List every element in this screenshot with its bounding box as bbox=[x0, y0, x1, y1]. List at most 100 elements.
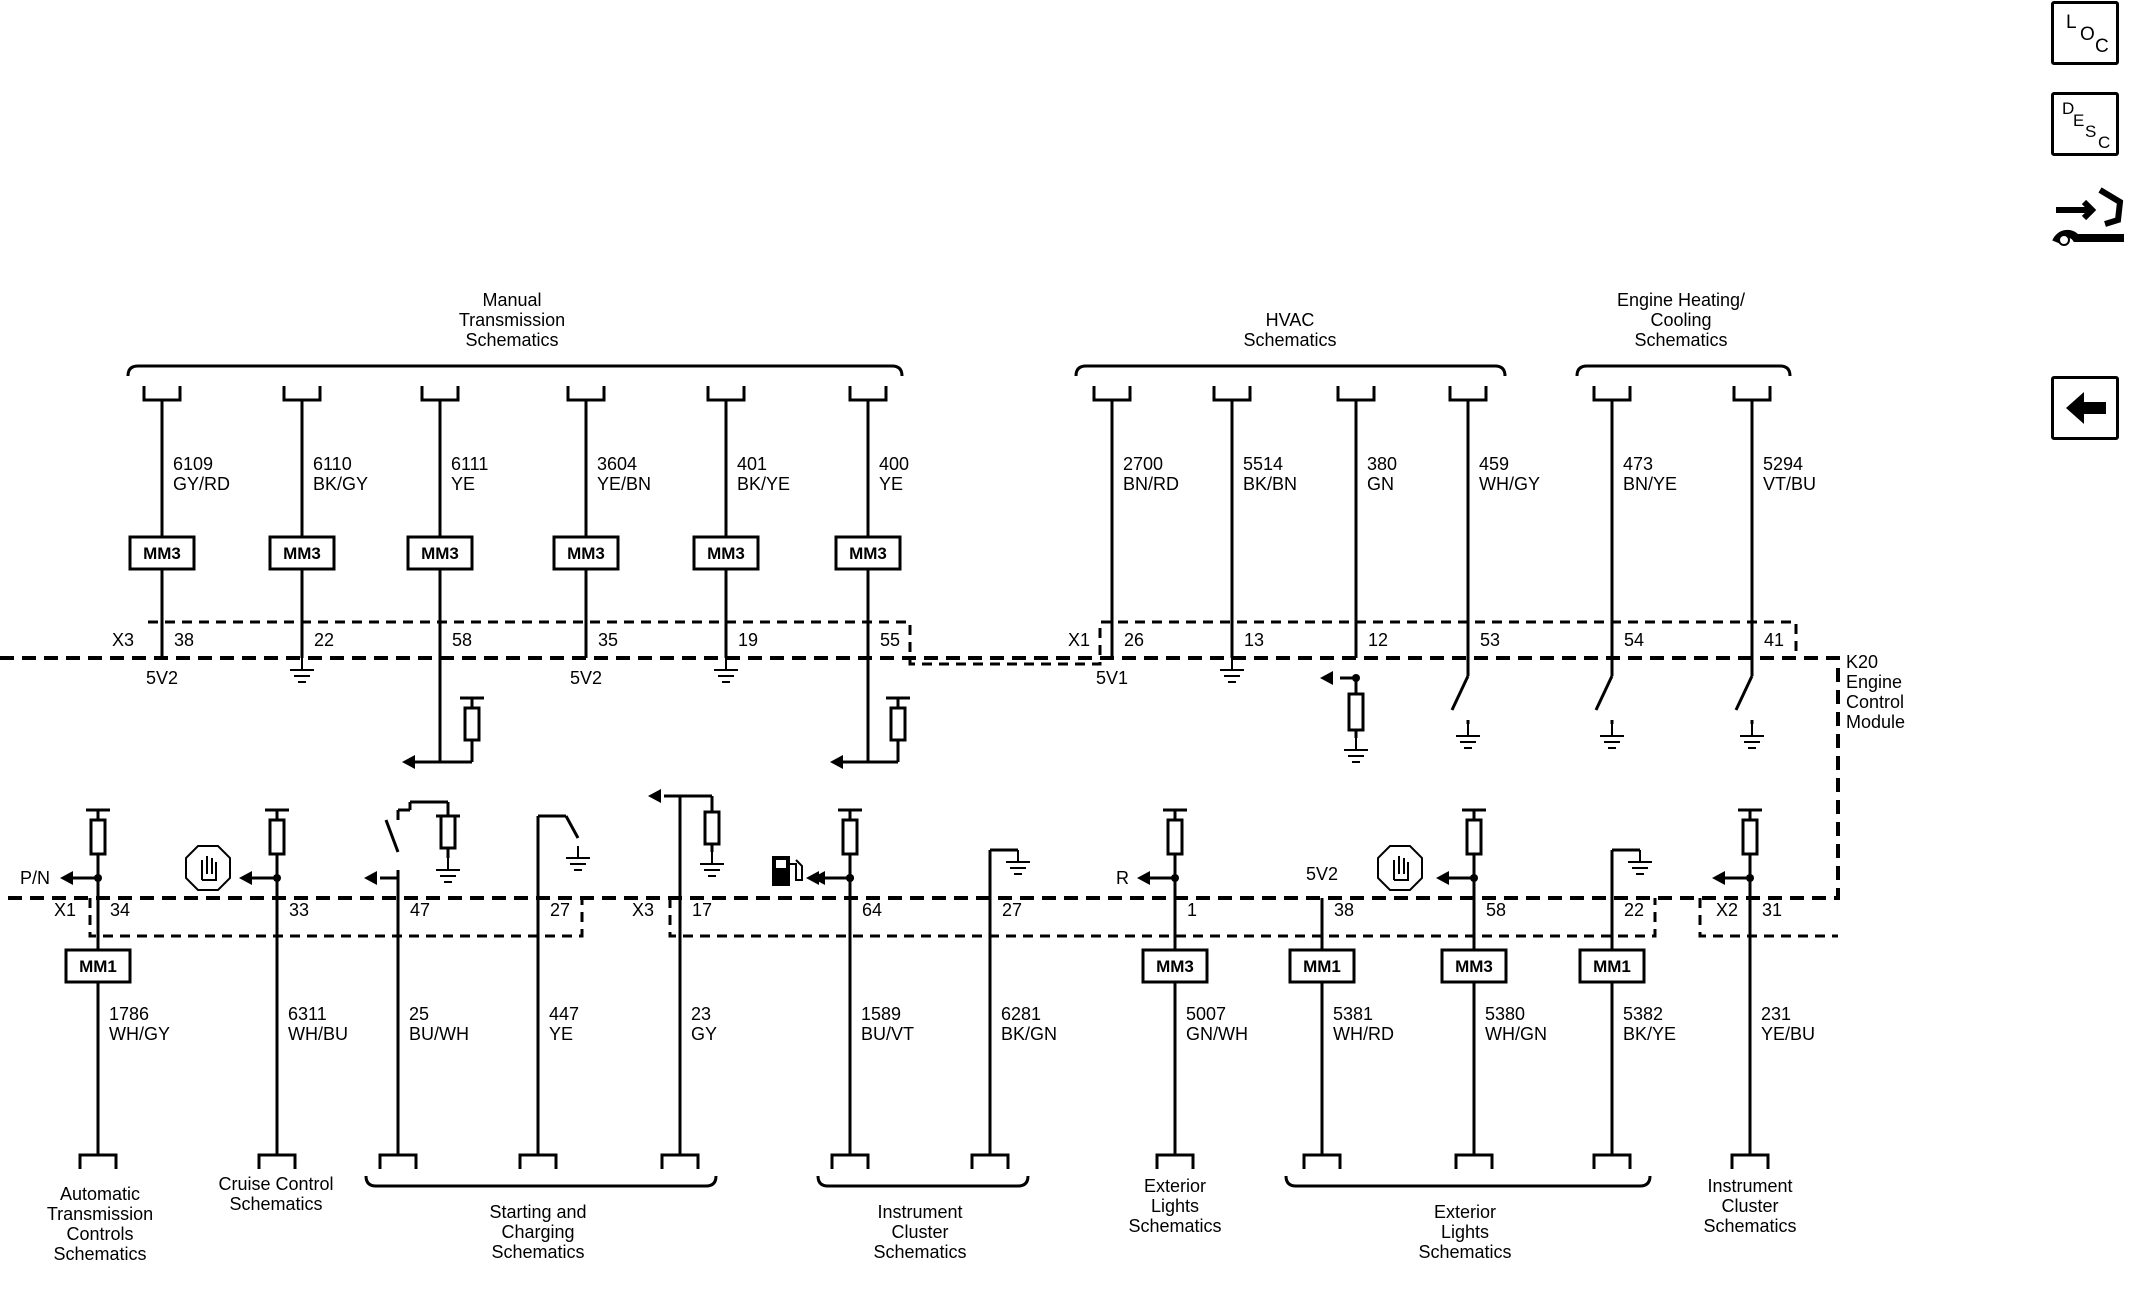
connector-symbol bbox=[1302, 1153, 1342, 1169]
connector-symbol bbox=[1730, 1153, 1770, 1169]
wire-color: YE bbox=[549, 1024, 573, 1044]
wire-circuit-number: 5381 bbox=[1333, 1004, 1373, 1024]
pin-number: 26 bbox=[1124, 630, 1144, 650]
wire-circuit-number: 401 bbox=[737, 454, 767, 474]
bottom-group-label: Lights bbox=[1151, 1196, 1199, 1216]
desc-letter-e: E bbox=[2073, 111, 2085, 130]
wire-circuit-number: 6111 bbox=[451, 454, 488, 474]
top-group-label: Transmission bbox=[459, 310, 565, 330]
signal-label: P/N bbox=[20, 868, 50, 888]
wire-circuit-number: 2700 bbox=[1123, 454, 1163, 474]
harness-tag-label: MM1 bbox=[79, 957, 117, 976]
wire-color: WH/GY bbox=[1479, 474, 1540, 494]
loc-letter-o: O bbox=[2080, 24, 2095, 45]
harness-tag-label: MM3 bbox=[1156, 957, 1194, 976]
bottom-group-label: Schematics bbox=[53, 1244, 146, 1264]
connector-symbol bbox=[706, 386, 746, 402]
wire-circuit-number: 3604 bbox=[597, 454, 637, 474]
reference-voltage-label: 5V2 bbox=[1306, 864, 1338, 884]
harness-tag-label: MM3 bbox=[707, 544, 745, 563]
wire-color: BN/RD bbox=[1123, 474, 1179, 494]
connector-end-view-icon[interactable] bbox=[2050, 180, 2130, 260]
bottom-group-label: Schematics bbox=[491, 1242, 584, 1262]
bottom-group-label: Schematics bbox=[1703, 1216, 1796, 1236]
wire-circuit-number: 25 bbox=[409, 1004, 429, 1024]
connector-symbol bbox=[142, 386, 182, 402]
bottom-group-label: Instrument bbox=[1707, 1176, 1792, 1196]
connector-x3-x1-top bbox=[148, 620, 1798, 666]
bottom-group-label: Cruise Control bbox=[218, 1174, 333, 1194]
connector-symbol bbox=[566, 386, 606, 402]
harness-tag bbox=[1578, 948, 1646, 984]
switch-contact bbox=[1450, 675, 1470, 711]
bottom-group-label: Exterior bbox=[1144, 1176, 1206, 1196]
bottom-group-label: Cluster bbox=[891, 1222, 948, 1242]
back-button[interactable] bbox=[2051, 376, 2119, 440]
connector-symbol bbox=[1092, 386, 1132, 402]
description-button[interactable]: D E S C bbox=[2051, 92, 2119, 156]
bottom-group-label: Cluster bbox=[1721, 1196, 1778, 1216]
bottom-group-label: Schematics bbox=[1128, 1216, 1221, 1236]
pin-number: 13 bbox=[1244, 630, 1264, 650]
bottom-group-label: Controls bbox=[66, 1224, 133, 1244]
pull-up-resistor bbox=[1741, 818, 1759, 856]
module-name-label: K20 bbox=[1846, 652, 1878, 672]
bottom-group-label: Lights bbox=[1441, 1222, 1489, 1242]
pull-up-resistor bbox=[703, 810, 721, 846]
wire-circuit-number: 6109 bbox=[173, 454, 213, 474]
connector-symbol bbox=[1732, 386, 1772, 402]
signal-arrow bbox=[239, 871, 252, 885]
switch-contact bbox=[564, 815, 580, 839]
back-arrow-icon bbox=[2066, 392, 2106, 424]
connector-symbol bbox=[378, 1153, 418, 1169]
wire-color: WH/BU bbox=[288, 1024, 348, 1044]
switch-contact bbox=[384, 819, 400, 853]
top-group-label: HVAC bbox=[1266, 310, 1315, 330]
wire-color: GN/WH bbox=[1186, 1024, 1248, 1044]
signal-arrow bbox=[830, 755, 843, 769]
wire-color: BK/YE bbox=[1623, 1024, 1676, 1044]
hand-stop-icon bbox=[201, 856, 217, 881]
wire-circuit-number: 400 bbox=[879, 454, 909, 474]
harness-tag-label: MM1 bbox=[1303, 957, 1341, 976]
wire-color: BK/BN bbox=[1243, 474, 1297, 494]
signal-arrow bbox=[60, 871, 73, 885]
wire-color: WH/GY bbox=[109, 1024, 170, 1044]
wire-color: BU/WH bbox=[409, 1024, 469, 1044]
connector-symbol bbox=[970, 1153, 1010, 1169]
connector-symbol bbox=[78, 1153, 118, 1169]
top-group-label: Schematics bbox=[1243, 330, 1336, 350]
connector-symbol bbox=[830, 1153, 870, 1169]
wire-color: WH/RD bbox=[1333, 1024, 1394, 1044]
wire-circuit-number: 380 bbox=[1367, 454, 1397, 474]
bottom-group-label: Schematics bbox=[229, 1194, 322, 1214]
switch-contact bbox=[1594, 675, 1614, 711]
reference-voltage-label: 5V2 bbox=[570, 668, 602, 688]
connector-symbol bbox=[1454, 1153, 1494, 1169]
connector-x1-label: X1 bbox=[1068, 630, 1090, 650]
connector-symbol bbox=[1155, 1153, 1195, 1169]
junction-dot bbox=[273, 874, 281, 882]
junction-dot bbox=[1746, 874, 1754, 882]
pin-number: 54 bbox=[1624, 630, 1644, 650]
harness-tag bbox=[1440, 948, 1508, 984]
bottom-group-label: Instrument bbox=[877, 1202, 962, 1222]
wire-circuit-number: 447 bbox=[549, 1004, 579, 1024]
bottom-group-label: Exterior bbox=[1434, 1202, 1496, 1222]
connector-symbol bbox=[660, 1153, 700, 1169]
junction-dot bbox=[1470, 874, 1478, 882]
pull-up-resistor bbox=[89, 818, 107, 856]
location-button[interactable]: L O C bbox=[2051, 1, 2119, 65]
signal-label: R bbox=[1116, 868, 1129, 888]
wire-circuit-number: 231 bbox=[1761, 1004, 1791, 1024]
pin-number: 27 bbox=[1002, 900, 1022, 920]
wire-circuit-number: 6311 bbox=[288, 1004, 327, 1024]
group-bracket bbox=[126, 364, 904, 377]
hand-stop-icon bbox=[1377, 845, 1423, 891]
pull-up-resistor bbox=[889, 706, 907, 742]
top-group-label: Schematics bbox=[465, 330, 558, 350]
connector-symbol bbox=[1212, 386, 1252, 402]
wire-color: YE/BU bbox=[1761, 1024, 1815, 1044]
wire-color: BU/VT bbox=[861, 1024, 914, 1044]
